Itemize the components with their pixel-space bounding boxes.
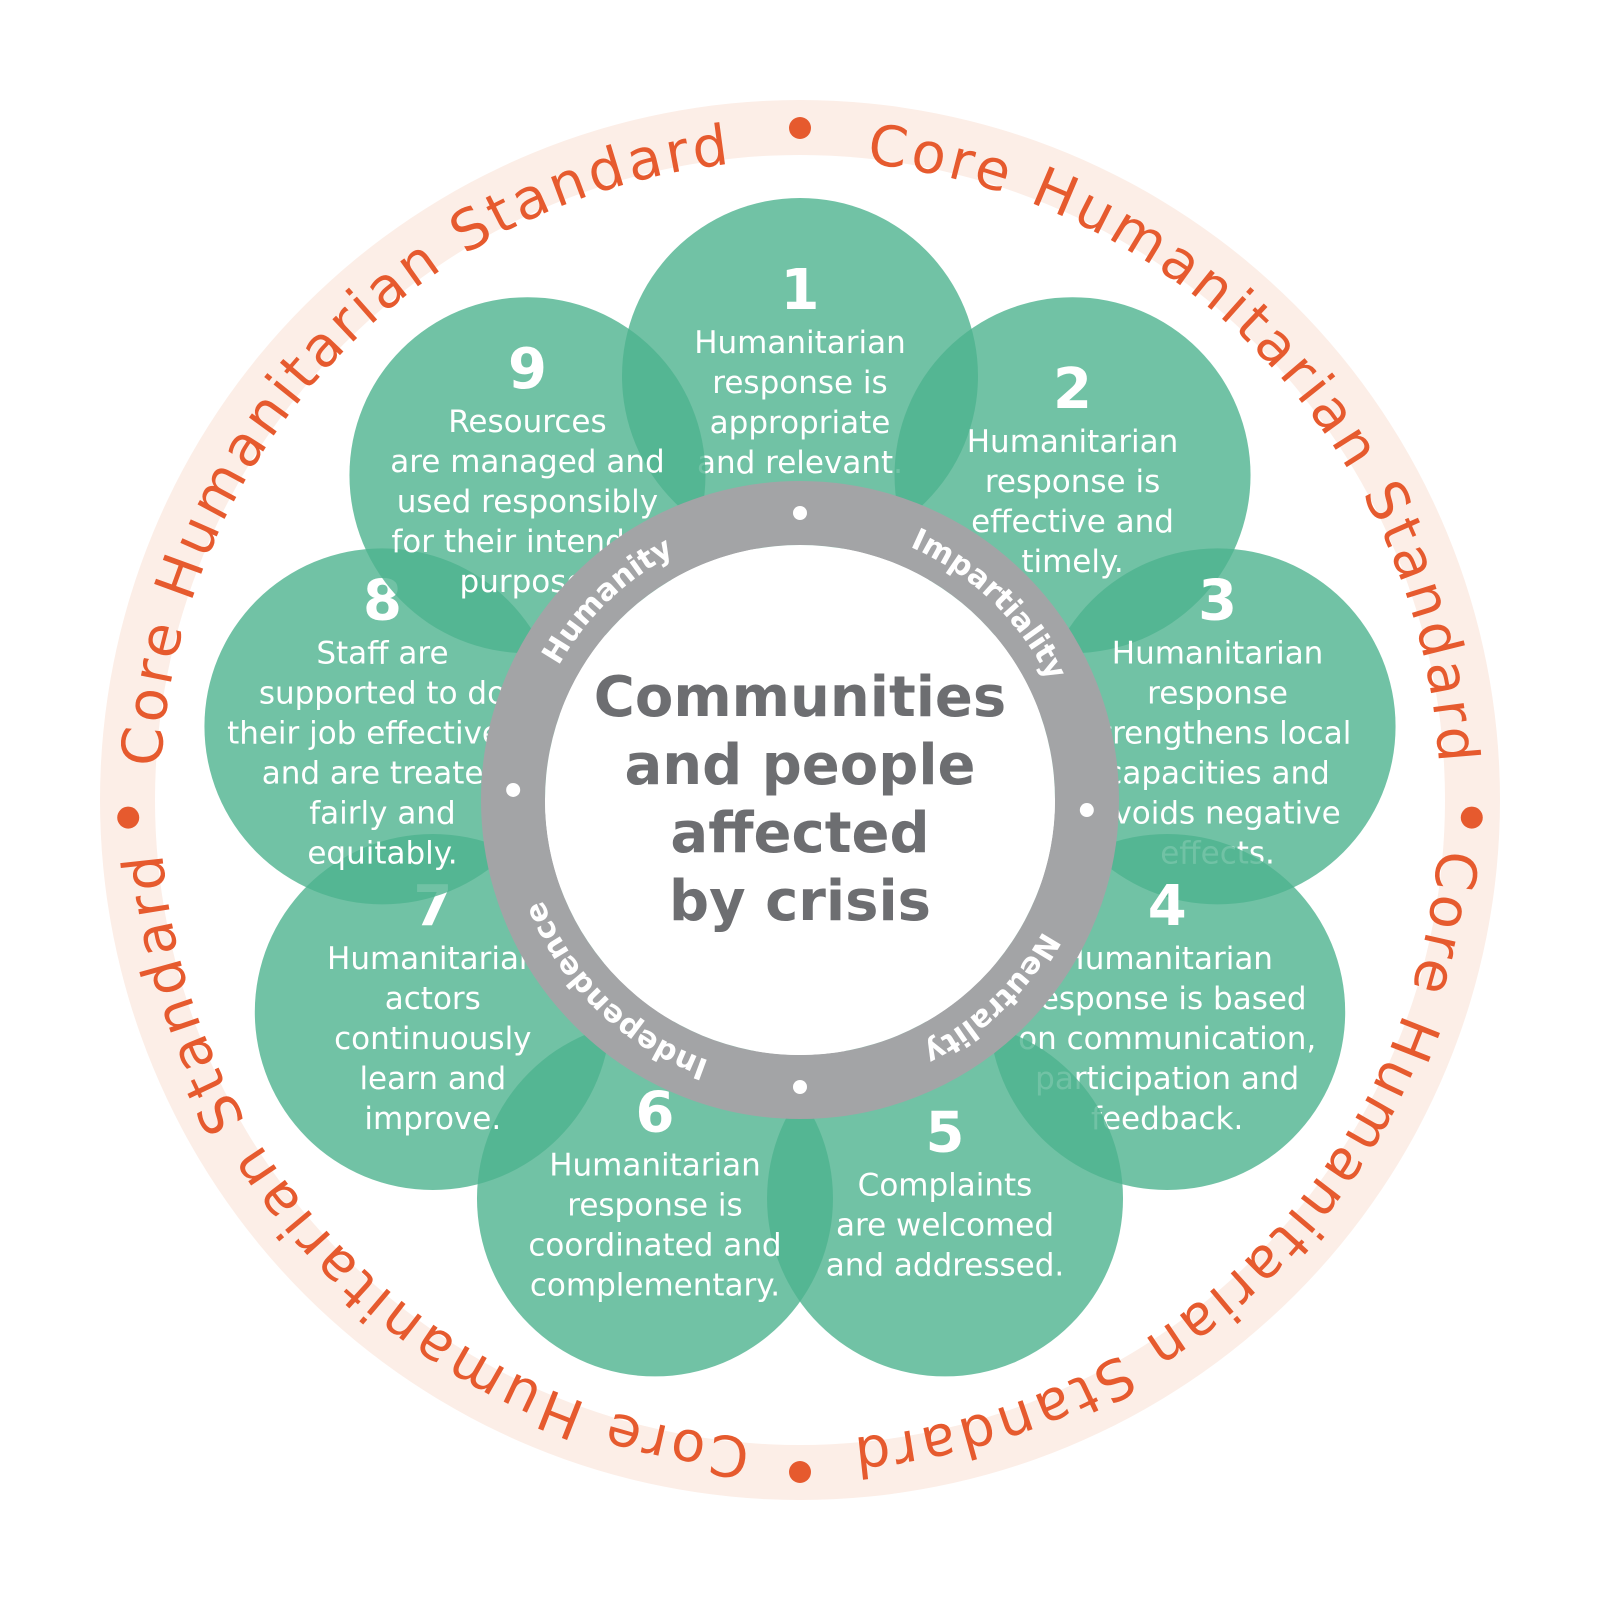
commitment-text-line: Humanitarian	[327, 941, 539, 977]
commitment-text-line: effective and	[971, 504, 1174, 540]
principle-dot	[506, 782, 521, 797]
center-text-line: affected	[670, 801, 929, 866]
commitment-circle	[622, 198, 978, 554]
commitment-text-line: response	[1147, 675, 1288, 711]
commitment-number: 1	[781, 258, 820, 323]
center-text-line: Communities	[594, 665, 1006, 730]
commitment-number: 3	[1198, 568, 1237, 633]
commitment-text-line: appropriate	[710, 405, 891, 441]
commitment-text-line: fairly and	[309, 795, 455, 831]
principle-separators	[506, 506, 1094, 1094]
commitment-text-line: Resources	[448, 404, 606, 440]
commitment-text-line: Humanitarian	[549, 1147, 761, 1183]
center-text-line: by crisis	[669, 869, 931, 934]
commitment-text-line: Humanitarian	[694, 325, 906, 361]
commitment-text-line: response is	[985, 464, 1160, 500]
commitment-number: 4	[1148, 874, 1187, 939]
commitment-text-line: capacities and	[1105, 755, 1330, 791]
commitment-text-line: response is	[567, 1187, 742, 1223]
commitment-text-line: and relevant.	[697, 445, 903, 481]
commitment-text-line: Humanitarian	[1061, 941, 1273, 977]
commitment-text-line: learn and	[359, 1061, 506, 1097]
commitment-text-line: are managed and	[390, 444, 664, 480]
commitment-text-line: coordinated and	[528, 1227, 781, 1263]
commitment-text-line: actors	[385, 981, 481, 1017]
principle-dot	[793, 506, 807, 520]
principle-dot	[793, 1080, 807, 1094]
commitment-text-line: equitably.	[307, 835, 457, 871]
commitment-text-line: improve.	[364, 1101, 501, 1137]
commitment-circle	[1039, 548, 1396, 905]
commitment-text-line: on communication,	[1018, 1021, 1316, 1057]
commitment-text-line: strengthens local	[1084, 715, 1352, 751]
commitment-text-line: are welcomed	[836, 1207, 1054, 1243]
commitment-text-line: feedback.	[1091, 1101, 1243, 1137]
commitment-number: 2	[1053, 357, 1092, 422]
commitment-text-line: response is based	[1028, 981, 1307, 1017]
commitment-number: 9	[508, 337, 547, 402]
commitment-text-line: Humanitarian	[967, 424, 1179, 460]
outer-ring-dot	[117, 806, 140, 829]
commitment-text-line: and are treated	[262, 755, 503, 791]
outer-ring-dot	[1460, 806, 1483, 829]
commitment-text-line: used responsibly	[397, 484, 658, 520]
commitment-number: 6	[635, 1080, 674, 1145]
center-text-line: and people	[624, 733, 975, 798]
commitment-number: 5	[926, 1100, 965, 1165]
principle-dot	[1079, 803, 1094, 818]
outer-ring-dot	[789, 1461, 811, 1483]
outer-ring-dot	[789, 117, 811, 139]
commitment-text-line: Humanitarian	[1112, 635, 1324, 671]
commitment-text-line: continuously	[334, 1021, 531, 1057]
commitment-text-line: Complaints	[858, 1167, 1033, 1203]
commitment-text-line: complementary.	[530, 1267, 780, 1303]
commitment-text-line: Staff are	[316, 635, 448, 671]
commitment-text-line: response is	[712, 365, 887, 401]
commitment-text-line: avoids negative	[1094, 795, 1340, 831]
center-disc	[545, 545, 1055, 1055]
commitment-text-line: timely.	[1021, 544, 1123, 580]
commitment-text-line: and addressed.	[826, 1247, 1065, 1283]
commitment-text-line: supported to do	[259, 675, 506, 711]
